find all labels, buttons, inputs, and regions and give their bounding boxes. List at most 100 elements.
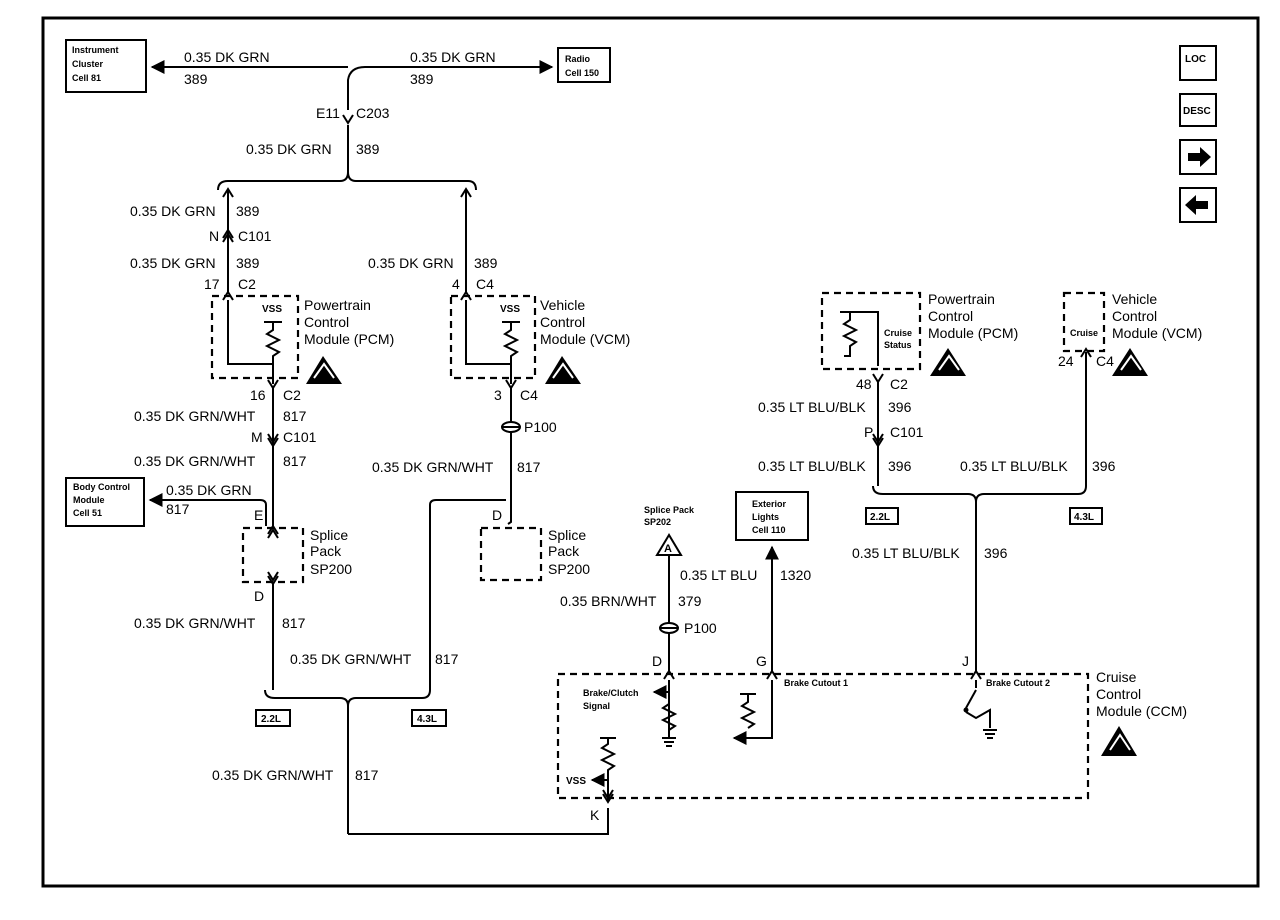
- body-control-line2: Module: [73, 495, 105, 505]
- resistor-icon: [502, 321, 520, 384]
- resistor-icon: [660, 703, 678, 731]
- pin-d-ccm: D: [652, 653, 662, 669]
- circuit-379: 379: [678, 593, 702, 609]
- ccm-label-2: Control: [1096, 686, 1141, 702]
- splice-pack-left: [241, 526, 305, 584]
- wire-to-body-control: [148, 493, 267, 526]
- label-c4-vcm-top: C4: [476, 276, 494, 292]
- pin-k: K: [590, 807, 600, 823]
- label-c101-pcm: C101: [238, 228, 272, 244]
- pin-48: 48: [856, 376, 872, 392]
- ground-icon: [662, 737, 676, 747]
- brake-cutout-2-label: Brake Cutout 2: [986, 678, 1050, 688]
- ccm-label-1: Cruise: [1096, 669, 1137, 685]
- splice-left-label-3: SP200: [310, 561, 352, 577]
- vss-label-pcm: VSS: [262, 304, 282, 315]
- label-c2-pcm-top: C2: [238, 276, 256, 292]
- splice-right-label-3: SP200: [548, 561, 590, 577]
- engine-43l-tag-right: 4.3L: [1069, 507, 1103, 525]
- pin-24: 24: [1058, 353, 1074, 369]
- ccm-module: [556, 672, 1090, 800]
- diagram-frame: [41, 16, 1260, 888]
- exterior-lights-line3: Cell 110: [752, 525, 786, 535]
- exterior-lights-line2: Lights: [752, 512, 779, 522]
- body-control-line1: Body Control: [73, 482, 130, 492]
- engine-22l-tag-left: 2.2L: [255, 709, 291, 727]
- svg-text:2.2L: 2.2L: [261, 714, 281, 725]
- vss-label-ccm: VSS: [566, 776, 586, 787]
- description-label: DESC: [1183, 106, 1211, 117]
- pin-d-mid: D: [492, 507, 502, 523]
- instrument-cluster-line2: Cluster: [72, 59, 104, 69]
- ground-icon: [983, 729, 997, 739]
- circuit-1320: 1320: [780, 567, 811, 583]
- wire-label-817-b: 0.35 DK GRN/WHT: [134, 453, 256, 469]
- label-c4-vcm-bottom: C4: [520, 387, 538, 403]
- cruise-status-2: Status: [884, 340, 912, 350]
- circuit-396-a: 396: [888, 399, 912, 415]
- body-control-ref[interactable]: Body Control Module Cell 51: [65, 477, 145, 527]
- esd-warning-icon: [930, 348, 966, 376]
- connector-c101-pcm: [222, 228, 234, 243]
- wire-label-817-d: 0.35 DK GRN/WHT: [290, 651, 412, 667]
- circuit-817-c: 817: [282, 615, 306, 631]
- esd-warning-icon: [306, 356, 342, 384]
- svg-text:2.2L: 2.2L: [870, 512, 890, 523]
- wire-label-817-c: 0.35 DK GRN/WHT: [134, 615, 256, 631]
- vcm-right-label-1: Vehicle: [1112, 291, 1157, 307]
- svg-text:4.3L: 4.3L: [417, 714, 437, 725]
- vcm-module-middle: [449, 294, 537, 380]
- location-button[interactable]: LOC: [1179, 45, 1217, 81]
- circuit-817-a: 817: [283, 408, 307, 424]
- circuit-389-pcm-2: 389: [236, 255, 260, 271]
- next-page-button[interactable]: [1179, 139, 1217, 175]
- bus-817-bottom: [264, 689, 431, 707]
- wire-label-dkgrn-left: 0.35 DK GRN: [184, 49, 270, 65]
- connector-c101-m: [267, 433, 279, 448]
- bus-396: [872, 485, 1087, 503]
- arrow-right-icon: [1188, 147, 1211, 167]
- pin-j: J: [962, 653, 969, 669]
- splice-left-label-2: Pack: [310, 543, 342, 559]
- previous-page-button[interactable]: [1179, 187, 1217, 223]
- arrow-left-icon: [1185, 195, 1208, 215]
- pin-3: 3: [494, 387, 502, 403]
- resistor-icon: [264, 321, 282, 384]
- vcm-right-label-3: Module (VCM): [1112, 325, 1202, 341]
- pin-m: M: [251, 429, 263, 445]
- wire-label-396-b: 0.35 LT BLU/BLK: [758, 458, 866, 474]
- label-p100-right: P100: [684, 620, 717, 636]
- wire-label-trunk: 0.35 DK GRN: [246, 141, 332, 157]
- radio-ref[interactable]: Radio Cell 150: [557, 47, 611, 83]
- exterior-lights-line1: Exterior: [752, 499, 787, 509]
- exterior-lights-ref[interactable]: Exterior Lights Cell 110: [735, 491, 809, 541]
- esd-warning-icon: [1101, 726, 1137, 756]
- cruise-status-1: Cruise: [884, 328, 912, 338]
- wire-label-pcm-1: 0.35 DK GRN: [130, 203, 216, 219]
- description-button[interactable]: DESC: [1179, 93, 1217, 127]
- sp202-label-1: Splice Pack: [644, 505, 695, 515]
- wire-to-radio: [347, 60, 554, 110]
- circuit-817-bcm: 817: [166, 501, 190, 517]
- esd-warning-icon: [1112, 348, 1148, 376]
- splice-left-label-1: Splice: [310, 527, 348, 543]
- circuit-817-e: 817: [355, 767, 379, 783]
- label-c101-p: C101: [890, 424, 924, 440]
- pin-16: 16: [250, 387, 266, 403]
- pin-p: P: [864, 424, 873, 440]
- instrument-cluster-ref[interactable]: Instrument Cluster Cell 81: [65, 39, 147, 93]
- svg-text:4.3L: 4.3L: [1074, 512, 1094, 523]
- circuit-817-d: 817: [435, 651, 459, 667]
- circuit-396-c: 396: [1092, 458, 1116, 474]
- splice-right-label-2: Pack: [548, 543, 580, 559]
- resistor-icon: [840, 311, 859, 357]
- splice-pack-right: [479, 526, 543, 582]
- wire-817-43l: [429, 499, 506, 690]
- pin-d-left: D: [254, 588, 264, 604]
- pin-g: G: [756, 653, 767, 669]
- wire-label-817-vcm: 0.35 DK GRN/WHT: [372, 459, 494, 475]
- pcm-module-right: [820, 291, 922, 371]
- connector-c203: [342, 114, 354, 125]
- pin-17: 17: [204, 276, 220, 292]
- circuit-396-b: 396: [888, 458, 912, 474]
